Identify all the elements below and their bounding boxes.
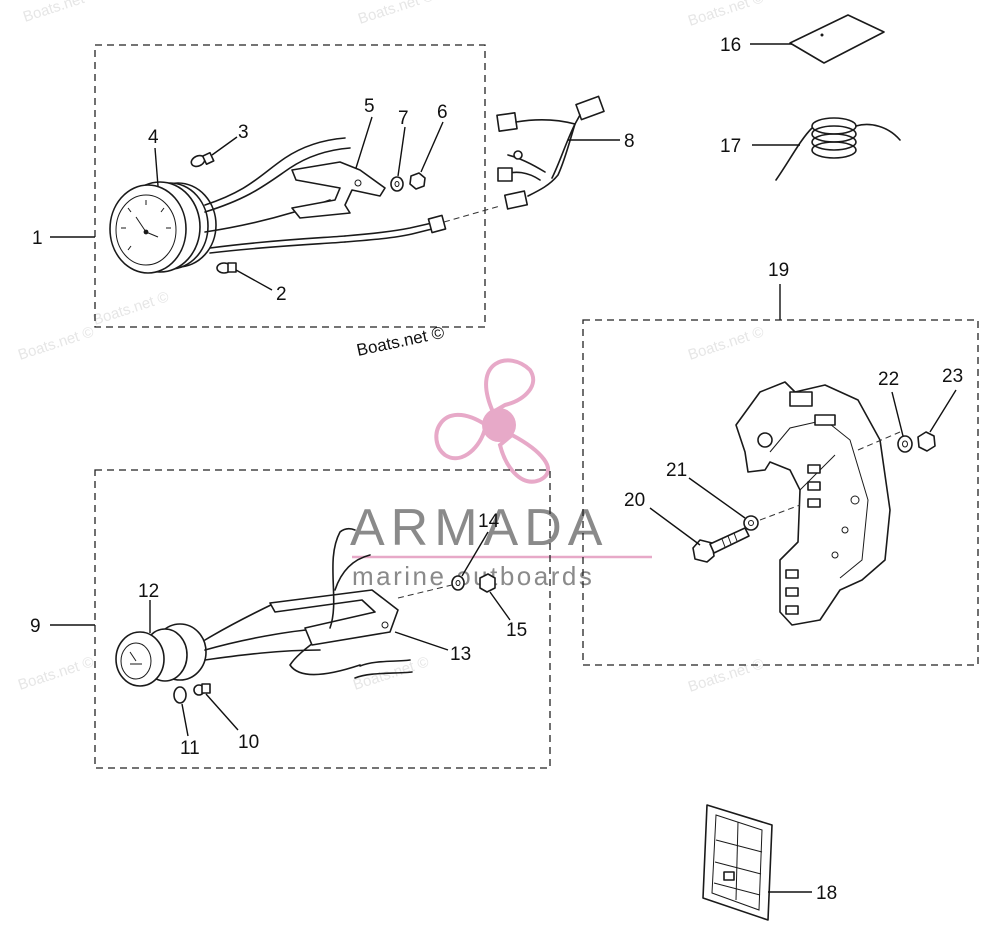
watermark: Boats.net © [686,0,766,30]
logo-tagline: marine outboards [352,561,594,591]
callout-19[interactable]: 19 [768,260,789,281]
callout-21[interactable]: 21 [666,460,687,481]
callout-3[interactable]: 3 [238,122,249,143]
callout-13[interactable]: 13 [450,644,471,665]
washer-icon[interactable] [743,515,759,531]
watermark: Boats.net © [16,323,96,363]
leader-line-14 [461,531,489,577]
washer-hole [394,181,400,187]
mounting-bracket-icon[interactable] [291,161,386,219]
leader-line-15 [489,591,511,621]
leader-line-20 [649,507,701,546]
callout-1[interactable]: 1 [32,228,43,249]
leader-line-4 [154,147,159,187]
bulb-icon[interactable] [193,683,211,696]
trim-cable [354,671,413,679]
callout-5[interactable]: 5 [364,96,375,117]
trim-cable [334,554,371,591]
nut-icon[interactable] [479,573,496,593]
callout-9[interactable]: 9 [30,616,41,637]
leader-line-22 [891,391,904,437]
tach-cable [344,228,433,243]
callout-12[interactable]: 12 [138,581,159,602]
watermark: Boats.net © [91,288,171,328]
callout-15[interactable]: 15 [506,620,527,641]
bulb-icon[interactable] [173,686,187,704]
wire-harness-icon[interactable] [496,95,605,210]
watermark: Boats.net © [21,0,101,26]
callout-4[interactable]: 4 [148,127,159,148]
callout-7[interactable]: 7 [398,108,409,129]
leader-line-13 [394,631,449,651]
group-box-9 [94,469,551,769]
callout-18[interactable]: 18 [816,883,837,904]
nut-icon[interactable] [917,431,936,452]
mounting-bracket-icon[interactable] [269,589,399,646]
spacer-plate-icon[interactable] [735,381,891,626]
callout-2[interactable]: 2 [276,284,287,305]
logo-name: ARMADA [350,499,608,557]
group-box-19 [582,319,979,666]
connection-dashed-line [759,504,801,521]
trim-meter-gauge-icon[interactable] [115,602,361,687]
watermark: Boats.net © [16,653,96,693]
bulb-icon[interactable] [190,151,215,169]
washer-icon[interactable] [451,575,465,591]
callout-14[interactable]: 14 [478,511,500,532]
callout-11[interactable]: 11 [180,738,200,759]
bolt-icon[interactable] [692,527,750,563]
connection-dashed-line [443,205,501,223]
callout-20[interactable]: 20 [624,490,645,511]
tachometer-gauge-icon[interactable] [109,137,351,274]
leader-line-11 [181,703,189,737]
washer-icon[interactable] [390,176,404,192]
leader-line-6 [420,121,444,173]
callout-8[interactable]: 8 [624,131,635,152]
callout-10[interactable]: 10 [238,732,259,753]
label-sticker-icon[interactable] [789,14,885,64]
watermark: Boats.net © [686,655,766,695]
leader-line-2 [235,269,273,291]
callout-16[interactable]: 16 [720,35,741,56]
callout-22[interactable]: 22 [878,369,899,390]
wire-coil-icon[interactable] [775,117,901,181]
armada-logo: ARMADA marine outboards [350,358,652,591]
callout-6[interactable]: 6 [437,102,448,123]
bulb-icon[interactable] [216,262,237,274]
washer-hole [748,520,754,526]
leader-line-3 [211,136,238,156]
group-box-1 [94,44,486,328]
leader-line-5 [355,116,373,169]
washer-hole [902,440,908,448]
washer-icon[interactable] [897,435,913,453]
leader-line-21 [688,477,746,519]
propeller-icon [434,358,551,484]
callout-17[interactable]: 17 [720,136,741,157]
connection-dashed-line [857,431,901,451]
leader-line-23 [929,389,957,433]
watermark: Boats.net © [356,0,436,28]
copyright-label: Boats.net © [355,323,447,360]
watermark: Boats.net © [686,323,766,363]
callout-23[interactable]: 23 [942,366,963,387]
trim-cable [359,659,411,667]
trim-cable [329,527,356,629]
leader-line-10 [205,693,239,731]
tach-cable [344,222,433,237]
label-sticker-icon[interactable] [702,804,773,921]
leader-line-7 [397,126,406,177]
connector-icon [427,214,447,234]
nut-icon[interactable] [409,172,426,190]
washer-hole [455,580,461,586]
